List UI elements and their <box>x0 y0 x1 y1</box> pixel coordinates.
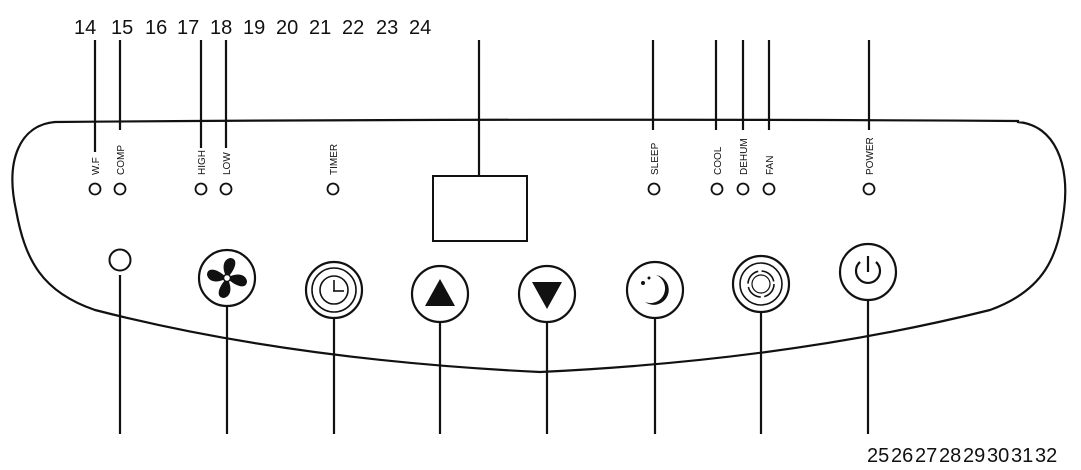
callout-28: 28 <box>939 445 961 467</box>
label-sleep: SLEEP <box>650 142 661 175</box>
timer-button[interactable] <box>304 260 364 320</box>
callout-23: 23 <box>376 17 398 39</box>
moon-icon <box>641 275 669 305</box>
bottom-leader-lines <box>118 275 870 434</box>
top-callout-numbers: 14 15 16 17 18 19 20 21 22 23 24 <box>74 17 431 39</box>
callout-25: 25 <box>867 445 889 467</box>
label-power: POWER <box>865 137 876 175</box>
label-dehum: DEHUM <box>739 138 750 175</box>
label-cool: COOL <box>713 146 724 175</box>
mode-button[interactable] <box>731 254 791 314</box>
led-low <box>219 182 233 196</box>
callout-16: 16 <box>145 17 167 39</box>
arrow-up-icon <box>425 279 455 306</box>
fan-icon <box>207 258 247 298</box>
label-comp: COMP <box>116 145 127 175</box>
bottom-callout-numbers: 25 26 27 28 29 30 31 32 <box>867 445 1057 467</box>
callout-20: 20 <box>276 17 298 39</box>
label-high: HIGH <box>197 150 208 175</box>
top-leader-lines <box>93 40 871 176</box>
sensor-window <box>108 248 132 272</box>
led-dehum <box>736 182 750 196</box>
callout-30: 30 <box>987 445 1009 467</box>
callout-24: 24 <box>409 17 431 39</box>
callout-27: 27 <box>915 445 937 467</box>
callout-17: 17 <box>177 17 199 39</box>
label-timer: TIMER <box>329 144 340 175</box>
callout-22: 22 <box>342 17 364 39</box>
callout-29: 29 <box>963 445 985 467</box>
led-high <box>194 182 208 196</box>
indicator-leds <box>88 182 876 196</box>
sleep-button[interactable] <box>625 260 685 320</box>
power-icon <box>854 256 882 284</box>
indicator-labels: W.F COMP HIGH LOW TIMER SLEEP COOL DEHUM… <box>91 137 876 175</box>
led-timer <box>326 182 340 196</box>
led-cool <box>710 182 724 196</box>
callout-19: 19 <box>243 17 265 39</box>
led-power <box>862 182 876 196</box>
callout-14: 14 <box>74 17 96 39</box>
callout-32: 32 <box>1035 445 1057 467</box>
down-button[interactable] <box>517 264 577 324</box>
callout-15: 15 <box>111 17 133 39</box>
up-button[interactable] <box>410 264 470 324</box>
callout-21: 21 <box>309 17 331 39</box>
label-wf: W.F <box>91 157 102 175</box>
clock-icon <box>319 275 349 305</box>
power-button[interactable] <box>838 242 898 302</box>
led-wf <box>88 182 102 196</box>
led-fan <box>762 182 776 196</box>
callout-31: 31 <box>1011 445 1033 467</box>
panel-outline <box>11 118 1067 374</box>
callout-18: 18 <box>210 17 232 39</box>
led-sleep <box>647 182 661 196</box>
label-fan: FAN <box>765 156 776 175</box>
callout-26: 26 <box>891 445 913 467</box>
fan-speed-button[interactable] <box>197 248 257 308</box>
label-low: LOW <box>222 152 233 175</box>
led-comp <box>113 182 127 196</box>
arrow-down-icon <box>532 282 562 309</box>
display-window <box>432 175 528 242</box>
mode-icon <box>747 270 775 298</box>
